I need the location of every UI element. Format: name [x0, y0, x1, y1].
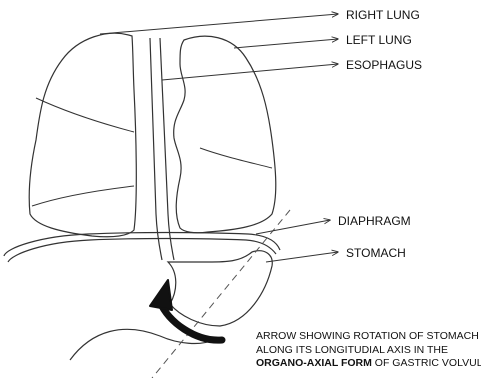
rotation-arrow-head [150, 280, 172, 310]
diaphragm-lower-edge [8, 239, 276, 263]
leader-left-lung [234, 39, 338, 48]
leader-esophagus [162, 64, 338, 80]
label-diaphragm: DIAPHRAGM [338, 214, 411, 228]
esophagus-tube-left [150, 38, 162, 260]
leader-diaphragm [256, 220, 330, 234]
diaphragm-upper-edge [4, 233, 280, 257]
label-right-lung: RIGHT LUNG [346, 8, 420, 22]
right-lung-fissure-lower [32, 186, 134, 206]
label-stomach: STOMACH [346, 246, 406, 260]
stomach-shape [168, 251, 272, 326]
left-lung-fissure [200, 148, 272, 168]
label-esophagus: ESOPHAGUS [346, 58, 422, 72]
right-lung-shape [29, 33, 136, 236]
caption-bold-term: ORGANO-AXIAL FORM [256, 357, 372, 369]
caption-line-1: ARROW SHOWING ROTATION OF STOMACH [256, 330, 481, 344]
leader-stomach [266, 252, 338, 262]
right-lung-fissure-upper [36, 98, 134, 132]
arrow-caption: ARROW SHOWING ROTATION OF STOMACH ALONG … [256, 330, 481, 371]
caption-line-3: ORGANO-AXIAL FORM OF GASTRIC VOLVULUS [256, 357, 481, 371]
leader-right-lung [100, 14, 338, 34]
label-left-lung: LEFT LUNG [346, 33, 412, 47]
caption-line-2: ALONG ITS LONGITUDIAL AXIS IN THE [256, 344, 481, 358]
esophagus-tube-right [160, 38, 174, 260]
left-lung-shape [174, 36, 276, 233]
caption-line-3-rest: OF GASTRIC VOLVULUS [372, 357, 481, 369]
